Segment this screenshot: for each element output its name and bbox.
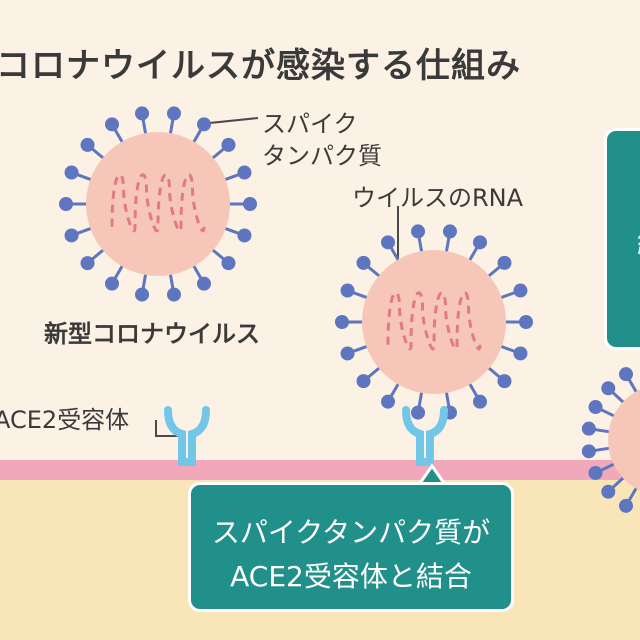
spike-protein-head — [356, 255, 371, 270]
spike-protein-head — [80, 256, 95, 271]
spike-protein-head — [442, 224, 457, 239]
spike-protein-head — [497, 255, 512, 270]
spike-protein-head — [105, 276, 119, 291]
virus-envelope — [608, 389, 640, 491]
spike-protein-head — [519, 315, 533, 329]
spike-protein-head — [340, 346, 355, 361]
page-title: コロナウイルスが感染する仕組み — [0, 46, 521, 86]
spike-protein-head — [59, 197, 73, 211]
spike-protein-head — [243, 197, 257, 211]
spike-protein-head — [237, 165, 252, 180]
side-callout-char: 結 — [637, 221, 640, 261]
spike-protein-head — [105, 117, 119, 132]
spike-protein-head — [166, 287, 181, 302]
callout-line-2: ACE2受容体と結合 — [230, 560, 472, 593]
spike-protein-head — [497, 374, 512, 389]
ace2-receptor-label: ACE2受容体 — [0, 406, 130, 434]
spike-protein-head — [80, 137, 95, 152]
spike-protein-head — [237, 228, 252, 243]
spike-protein-head — [619, 498, 633, 513]
coronavirus-bound — [335, 224, 533, 420]
spike-protein-head — [601, 484, 616, 499]
coronavirus-left — [59, 106, 257, 302]
spike-protein-head — [473, 394, 487, 409]
spike-protein-head — [619, 367, 633, 382]
spike-protein-head — [356, 374, 371, 389]
virus-rna-label: ウイルスのRNA — [352, 184, 524, 212]
spike-protein-head — [411, 405, 426, 420]
binding-callout: スパイクタンパク質が ACE2受容体と結合 — [188, 482, 514, 612]
side-callout-box: 結 — [604, 128, 640, 350]
spike-protein-head — [135, 287, 150, 302]
new-coronavirus-label: 新型コロナウイルス — [44, 320, 260, 348]
spike-protein-head — [64, 228, 79, 243]
spike-protein-head — [340, 283, 355, 298]
spike-protein-head — [335, 315, 349, 329]
virus-rna — [110, 173, 206, 233]
coronavirus-right-partial — [581, 367, 640, 513]
spike-protein-head — [197, 276, 211, 291]
cell-membrane — [0, 460, 640, 480]
spike-protein-head — [166, 106, 181, 121]
spike-protein-head — [64, 165, 79, 180]
spike-protein-head — [411, 224, 426, 239]
spike-protein-label-line1: スパイク — [262, 110, 358, 138]
spike-protein-head — [588, 465, 603, 480]
spike-protein-head — [197, 117, 211, 132]
spike-protein-head — [588, 400, 603, 415]
spike-protein-head — [381, 235, 395, 250]
spike-protein-head — [221, 137, 236, 152]
spike-protein-head — [221, 256, 236, 271]
spike-protein-head — [473, 235, 487, 250]
spike-protein-head — [513, 346, 528, 361]
ace2-label-leader — [155, 420, 180, 437]
ace2-receptor-left — [164, 406, 210, 466]
spike-protein-head — [581, 421, 596, 436]
ace2-receptor-bound — [402, 406, 448, 466]
spike-protein-head — [601, 381, 616, 396]
callout-line-1: スパイクタンパク質が — [211, 516, 491, 549]
virus-rna — [386, 291, 482, 351]
spike-protein-head — [135, 106, 150, 121]
spike-protein-head — [381, 394, 395, 409]
spike-protein-label-line2: タンパク質 — [262, 142, 382, 170]
spike-protein-head — [581, 444, 596, 459]
spike-protein-head — [513, 283, 528, 298]
